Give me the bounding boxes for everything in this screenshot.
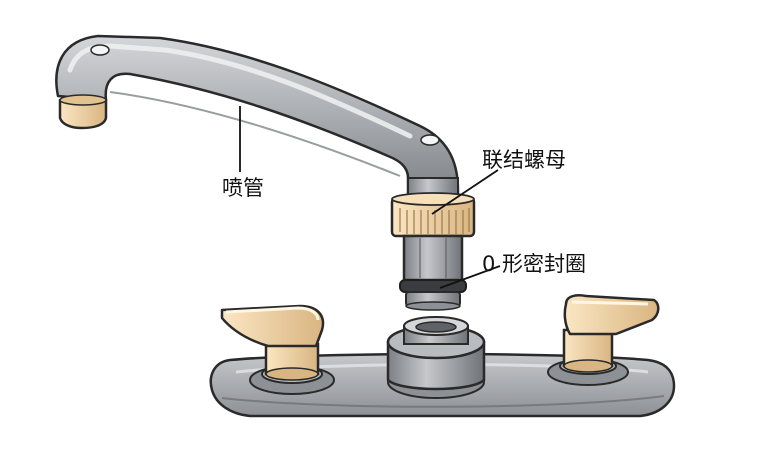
right-handle <box>547 294 660 386</box>
label-o-ring: 0 形密封圈 <box>482 252 587 276</box>
leader-coupling-nut <box>431 169 499 215</box>
o-ring <box>399 279 467 311</box>
leader-o-ring <box>439 265 501 289</box>
spout-screw-back <box>420 134 440 146</box>
aerator-tip <box>58 98 108 130</box>
spout-shaft <box>402 234 464 282</box>
coupling-nut <box>390 192 476 238</box>
spout-arm <box>55 34 460 200</box>
spout-highlight <box>67 43 413 139</box>
left-handle <box>220 304 335 395</box>
label-spout: 喷管 <box>222 176 264 200</box>
center-socket <box>386 316 486 399</box>
label-coupling-nut: 联结螺母 <box>482 148 566 172</box>
spout-screw-front <box>90 44 110 56</box>
